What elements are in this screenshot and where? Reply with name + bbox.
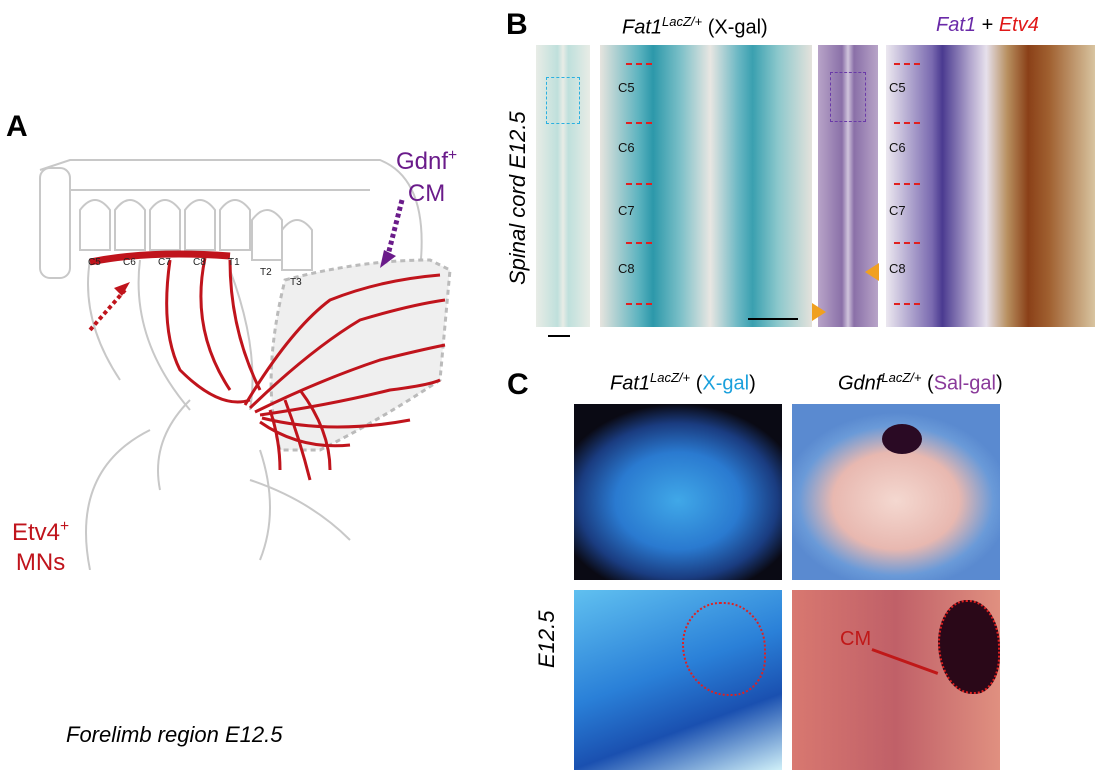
cm-outline — [938, 600, 1000, 694]
level-label: C6 — [618, 140, 635, 155]
segment-label: C7 — [158, 257, 171, 268]
level-boundary — [894, 122, 920, 124]
level-boundary — [894, 63, 920, 65]
cm-sup: + — [448, 147, 458, 164]
scale-bar — [548, 335, 570, 337]
cm-annotation: CM — [840, 628, 872, 650]
mn-line2: MNs — [15, 549, 66, 576]
gene-etv4: Etv4 — [998, 14, 1039, 36]
paren: ) — [749, 372, 756, 395]
stain-spot — [882, 424, 922, 454]
segment-label: C5 — [88, 257, 101, 268]
panel-b-letter: B — [506, 8, 528, 41]
stain: (X-gal) — [707, 16, 768, 39]
panel-a-letter: A — [6, 110, 28, 143]
panel-b-title-ish: Fat1 + Etv4 — [936, 14, 1039, 37]
plus: + — [981, 14, 994, 36]
stain: X-gal — [702, 372, 750, 395]
arrowhead-icon — [812, 303, 835, 321]
gene: Fat1 — [610, 372, 651, 395]
level-boundary — [626, 63, 652, 65]
inset-box — [546, 77, 580, 124]
scale-bar — [748, 318, 798, 320]
level-boundary — [626, 242, 652, 244]
gene-fat1: Fat1 — [936, 14, 977, 36]
allele: LacZ/+ — [881, 370, 922, 385]
cm-outline — [682, 602, 766, 696]
arrowhead-icon — [856, 263, 879, 281]
cm-gene: Gdnf — [396, 148, 449, 175]
level-boundary — [894, 303, 920, 305]
allele: LacZ/+ — [662, 14, 703, 29]
gdnf-cm-label: Gdnf+ CM — [396, 140, 457, 210]
salgal-limb-closeup: CM — [792, 590, 1000, 770]
paren: ) — [995, 372, 1003, 395]
level-boundary — [626, 183, 652, 185]
level-label: C8 — [618, 261, 635, 276]
gene: Gdnf — [838, 372, 882, 395]
allele: LacZ/+ — [650, 370, 691, 385]
arrow-icon — [871, 648, 939, 675]
level-label: C7 — [618, 203, 635, 218]
panel-c-side-label: E12.5 — [534, 610, 559, 669]
gene: Fat1 — [622, 16, 663, 39]
level-label: C8 — [889, 261, 906, 276]
inset-box — [830, 72, 866, 122]
level-label: C7 — [889, 203, 906, 218]
panel-b-side-label: Spinal cord E12.5 — [505, 111, 530, 285]
level-boundary — [894, 183, 920, 185]
mn-gene: Etv4 — [12, 519, 61, 546]
xgal-spinal-cord-overview — [536, 45, 590, 337]
xgal-embryo-whole — [574, 404, 782, 580]
mn-sup: + — [60, 518, 70, 535]
stain: Sal-gal — [933, 372, 996, 395]
segment-label: T1 — [228, 257, 240, 268]
panel-c-title-salgal: GdnfLacZ/+ (Sal-gal) — [838, 370, 1003, 396]
level-label: C5 — [889, 80, 906, 95]
panel-a-caption: Forelimb region E12.5 — [66, 722, 283, 747]
panel-c-title-xgal: Fat1LacZ/+ (X-gal) — [610, 370, 756, 396]
xgal-spinal-cord-closeup — [600, 45, 812, 327]
level-label: C6 — [889, 140, 906, 155]
segment-label: T2 — [260, 267, 272, 278]
segment-label: T3 — [290, 277, 302, 288]
paren: ( — [927, 372, 934, 395]
panel-b-title-xgal: Fat1LacZ/+ (X-gal) — [622, 14, 768, 40]
fat1-etv4-closeup — [886, 45, 1095, 327]
forelimb-diagram — [39, 159, 452, 570]
level-boundary — [626, 303, 652, 305]
cm-line2: CM — [407, 180, 446, 207]
salgal-embryo-whole — [792, 404, 1000, 580]
paren: ( — [695, 372, 703, 395]
segment-label: C8 — [193, 257, 206, 268]
level-label: C5 — [618, 80, 635, 95]
level-boundary — [894, 242, 920, 244]
etv4-mn-label: Etv4+ MNs — [12, 512, 69, 578]
ish-spinal-cord-overview — [812, 45, 879, 327]
panel-c-letter: C — [507, 368, 529, 401]
level-boundary — [626, 122, 652, 124]
xgal-limb-closeup — [574, 590, 782, 770]
segment-label: C6 — [123, 257, 136, 268]
